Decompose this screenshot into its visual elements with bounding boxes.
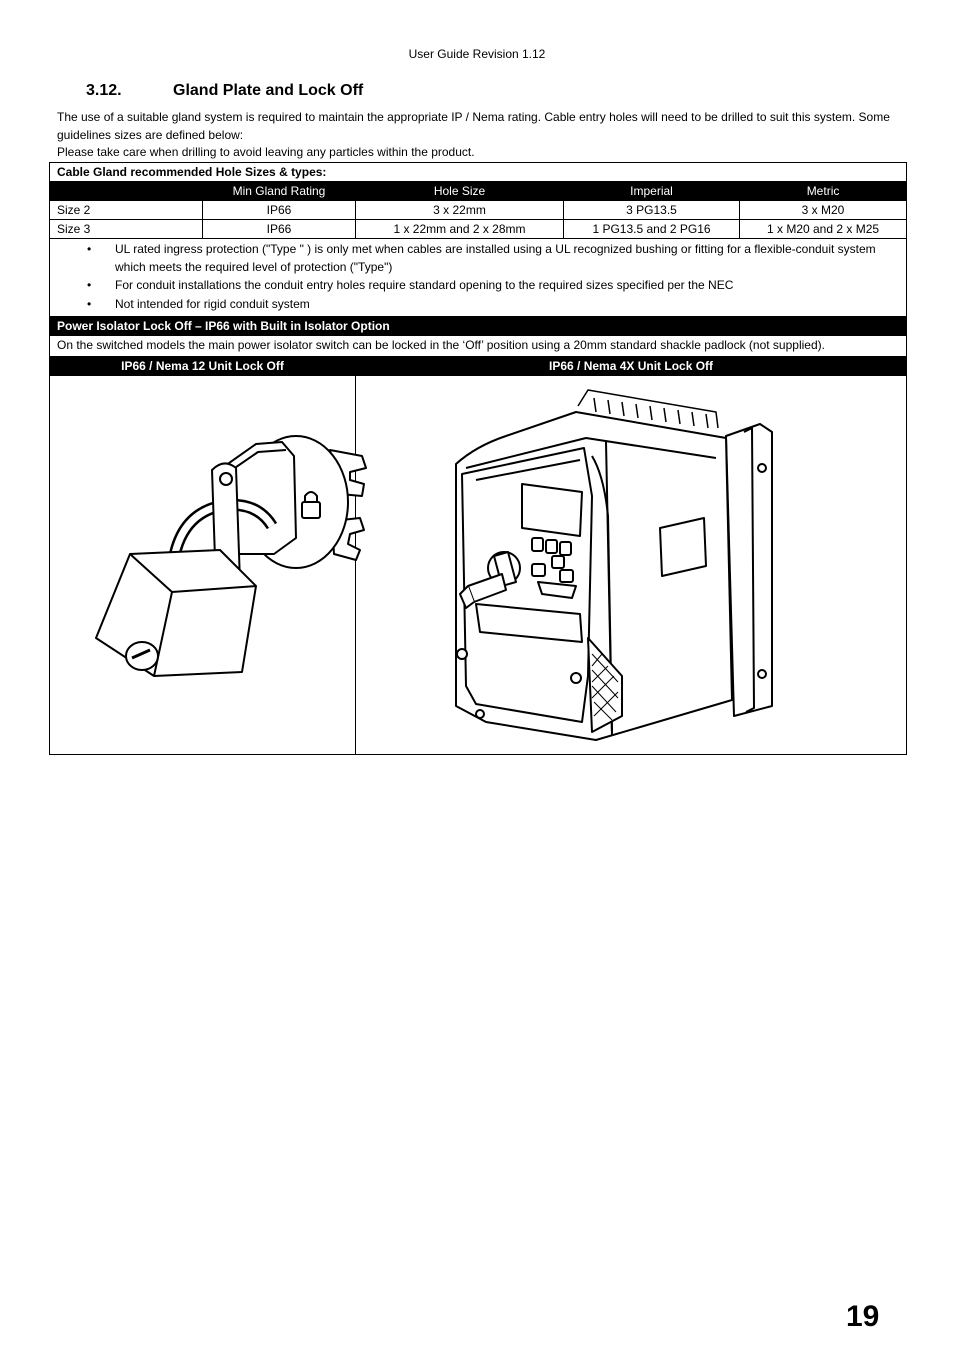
table-cell: 3 x 22mm: [355, 200, 564, 220]
nema4x-caption: IP66 / Nema 4X Unit Lock Off: [354, 355, 908, 376]
lock-off-title-row: Power Isolator Lock Off – IP66 with Buil…: [48, 316, 908, 336]
bullet-icon: •: [87, 242, 92, 256]
table-row: Size 2 IP66 3 x 22mm 3 PG13.5 3 x M20: [49, 200, 908, 220]
gland-header-cell: [49, 181, 203, 201]
list-item: • Not intended for rigid conduit system: [50, 296, 906, 314]
bullet-list: • UL rated ingress protection ("Type " ) …: [50, 241, 906, 313]
nema4x-image-cell: [354, 374, 908, 755]
gland-table-title: Cable Gland recommended Hole Sizes & typ…: [48, 162, 908, 182]
list-item-text: For conduit installations the conduit en…: [115, 278, 734, 292]
gland-table-header-row: Min Gland Rating Hole Size Imperial Metr…: [49, 181, 908, 201]
page-number: 19: [846, 1300, 880, 1333]
table-cell: 3 PG13.5: [563, 200, 740, 220]
gland-header-cell: Metric: [738, 181, 908, 201]
intro-text: The use of a suitable gland system is re…: [57, 109, 897, 162]
gland-table: Cable Gland recommended Hole Sizes & typ…: [48, 162, 908, 755]
gland-header-cell: Min Gland Rating: [202, 181, 356, 201]
list-item-text: Not intended for rigid conduit system: [115, 296, 310, 311]
table-cell: 1 x 22mm and 2 x 28mm: [355, 219, 564, 239]
table-cell: Size 3: [49, 219, 203, 239]
gland-header-cell: Hole Size: [355, 181, 564, 201]
lock-off-description-row: On the switched models the main power is…: [48, 335, 908, 357]
gland-notes: • UL rated ingress protection ("Type " ) …: [48, 238, 908, 317]
nema12-caption: IP66 / Nema 12 Unit Lock Off: [49, 355, 356, 376]
table-cell: 1 PG13.5 and 2 PG16: [563, 219, 740, 239]
padlock-isolator-illustration: [95, 434, 367, 677]
intro-paragraph-2: Please take care when drilling to avoid …: [57, 145, 475, 159]
list-item: • UL rated ingress protection ("Type " ) …: [50, 241, 906, 276]
lock-off-description: On the switched models the main power is…: [48, 335, 908, 357]
table-cell: IP66: [202, 200, 356, 220]
table-cell: IP66: [202, 219, 356, 239]
gland-table-title-row: Cable Gland recommended Hole Sizes & typ…: [48, 162, 908, 182]
table-cell: 3 x M20: [738, 200, 908, 220]
lock-off-title: Power Isolator Lock Off – IP66 with Buil…: [48, 316, 908, 336]
list-item: • For conduit installations the conduit e…: [50, 277, 906, 295]
nema12-image-cell: [49, 374, 367, 755]
table-cell: 1 x M20 and 2 x M25: [738, 219, 908, 239]
list-item-text: UL rated ingress protection ("Type " ) i…: [115, 242, 876, 274]
section-title: Gland Plate and Lock Off: [173, 82, 364, 99]
table-cell: Size 2: [49, 200, 203, 220]
intro-paragraph-1: The use of a suitable gland system is re…: [57, 110, 890, 142]
bullet-icon: •: [87, 296, 92, 311]
lock-off-image-row: [49, 374, 908, 755]
lock-off-caption-row: IP66 / Nema 12 Unit Lock Off IP66 / Nema…: [49, 355, 908, 376]
gland-header-cell: Imperial: [563, 181, 740, 201]
drive-unit-illustration: [455, 388, 773, 741]
header-revision: User Guide Revision 1.12: [408, 47, 546, 61]
section-heading: 3.12. Gland Plate and Lock Off: [86, 82, 363, 100]
gland-notes-row: • UL rated ingress protection ("Type " ) …: [48, 238, 908, 317]
bullet-icon: •: [87, 278, 92, 292]
section-number: 3.12.: [86, 82, 122, 99]
table-row: Size 3 IP66 1 x 22mm and 2 x 28mm 1 PG13…: [49, 219, 908, 239]
